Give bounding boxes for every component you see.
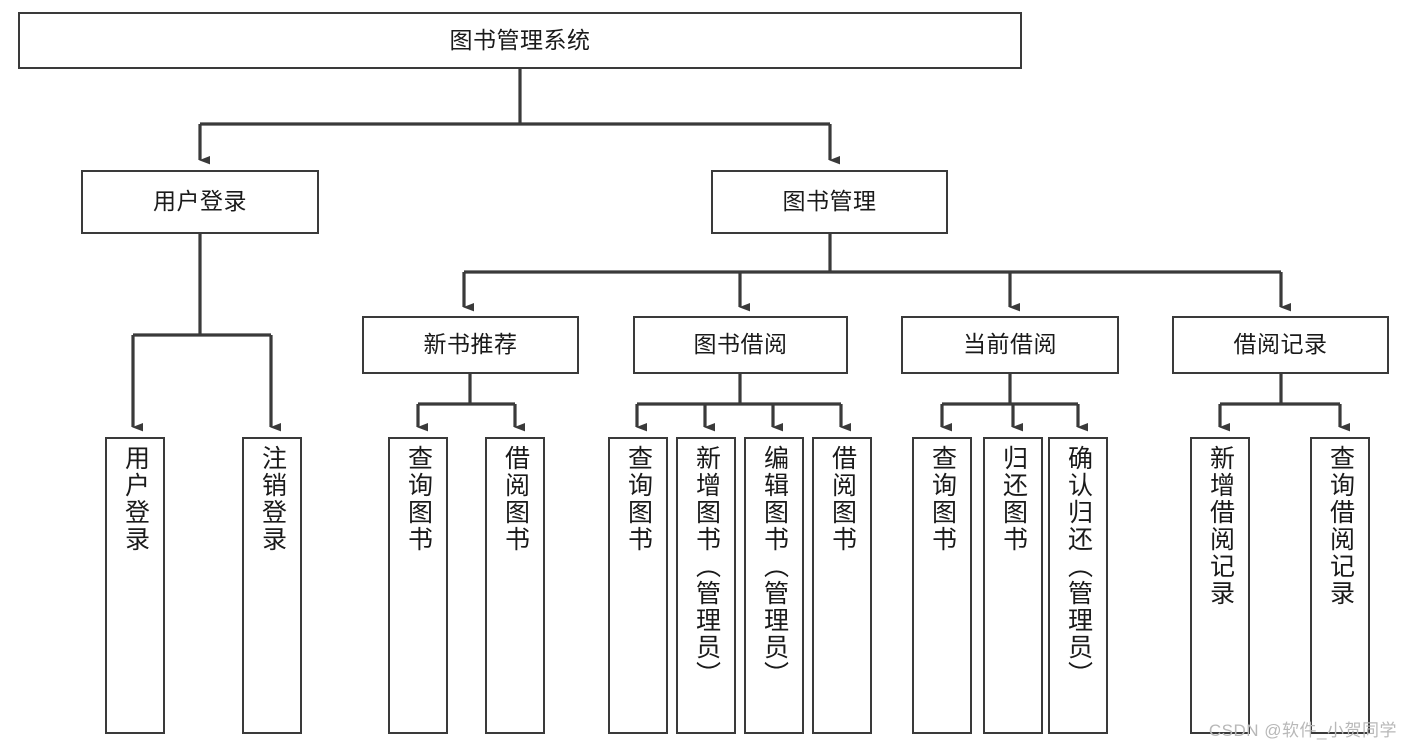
- node-leaf-user-login-label: 用户登录: [121, 445, 150, 553]
- node-book-borrow[interactable]: 图书借阅: [633, 316, 848, 374]
- node-leaf-query-record-label: 查询借阅记录: [1326, 445, 1355, 607]
- node-leaf-add-record-label: 新增借阅记录: [1206, 445, 1235, 607]
- node-user-login[interactable]: 用户登录: [81, 170, 319, 234]
- node-leaf-user-login[interactable]: 用户登录: [105, 437, 165, 734]
- node-leaf-return-book-label: 归还图书: [999, 445, 1028, 553]
- node-leaf-user-logout-label: 注销登录: [258, 445, 287, 553]
- node-leaf-add-record[interactable]: 新增借阅记录: [1190, 437, 1250, 734]
- node-leaf-borrow-book-rec-label: 借阅图书: [501, 445, 530, 553]
- node-leaf-query-book-rec[interactable]: 查询图书: [388, 437, 448, 734]
- node-leaf-query-book-cur[interactable]: 查询图书: [912, 437, 972, 734]
- node-book-manage-label: 图书管理: [782, 188, 877, 215]
- node-leaf-edit-book-label: 编辑图书（管理员）: [760, 445, 789, 688]
- node-leaf-query-book-cur-label: 查询图书: [928, 445, 957, 553]
- node-leaf-add-book-label: 新增图书（管理员）: [692, 445, 721, 688]
- node-new-book-rec[interactable]: 新书推荐: [362, 316, 579, 374]
- node-leaf-add-book[interactable]: 新增图书（管理员）: [676, 437, 736, 734]
- node-borrow-record[interactable]: 借阅记录: [1172, 316, 1389, 374]
- node-book-manage[interactable]: 图书管理: [711, 170, 948, 234]
- node-new-book-rec-label: 新书推荐: [423, 331, 518, 358]
- node-leaf-query-book-rec-label: 查询图书: [404, 445, 433, 553]
- node-leaf-user-logout[interactable]: 注销登录: [242, 437, 302, 734]
- node-leaf-return-book[interactable]: 归还图书: [983, 437, 1043, 734]
- node-leaf-borrow-book-rec[interactable]: 借阅图书: [485, 437, 545, 734]
- node-leaf-query-book-borrow[interactable]: 查询图书: [608, 437, 668, 734]
- node-leaf-query-book-borrow-label: 查询图书: [624, 445, 653, 553]
- node-user-login-label: 用户登录: [153, 188, 247, 215]
- node-borrow-record-label: 借阅记录: [1233, 331, 1328, 358]
- node-root[interactable]: 图书管理系统: [18, 12, 1022, 69]
- node-book-borrow-label: 图书借阅: [693, 331, 788, 358]
- node-leaf-confirm-return-label: 确认归还（管理员）: [1064, 445, 1093, 688]
- node-current-borrow-label: 当前借阅: [963, 331, 1057, 358]
- node-leaf-edit-book[interactable]: 编辑图书（管理员）: [744, 437, 804, 734]
- node-current-borrow[interactable]: 当前借阅: [901, 316, 1119, 374]
- node-leaf-confirm-return[interactable]: 确认归还（管理员）: [1048, 437, 1108, 734]
- node-leaf-borrow-book-label: 借阅图书: [828, 445, 857, 553]
- node-leaf-query-record[interactable]: 查询借阅记录: [1310, 437, 1370, 734]
- node-root-label: 图书管理系统: [449, 26, 591, 53]
- node-leaf-borrow-book[interactable]: 借阅图书: [812, 437, 872, 734]
